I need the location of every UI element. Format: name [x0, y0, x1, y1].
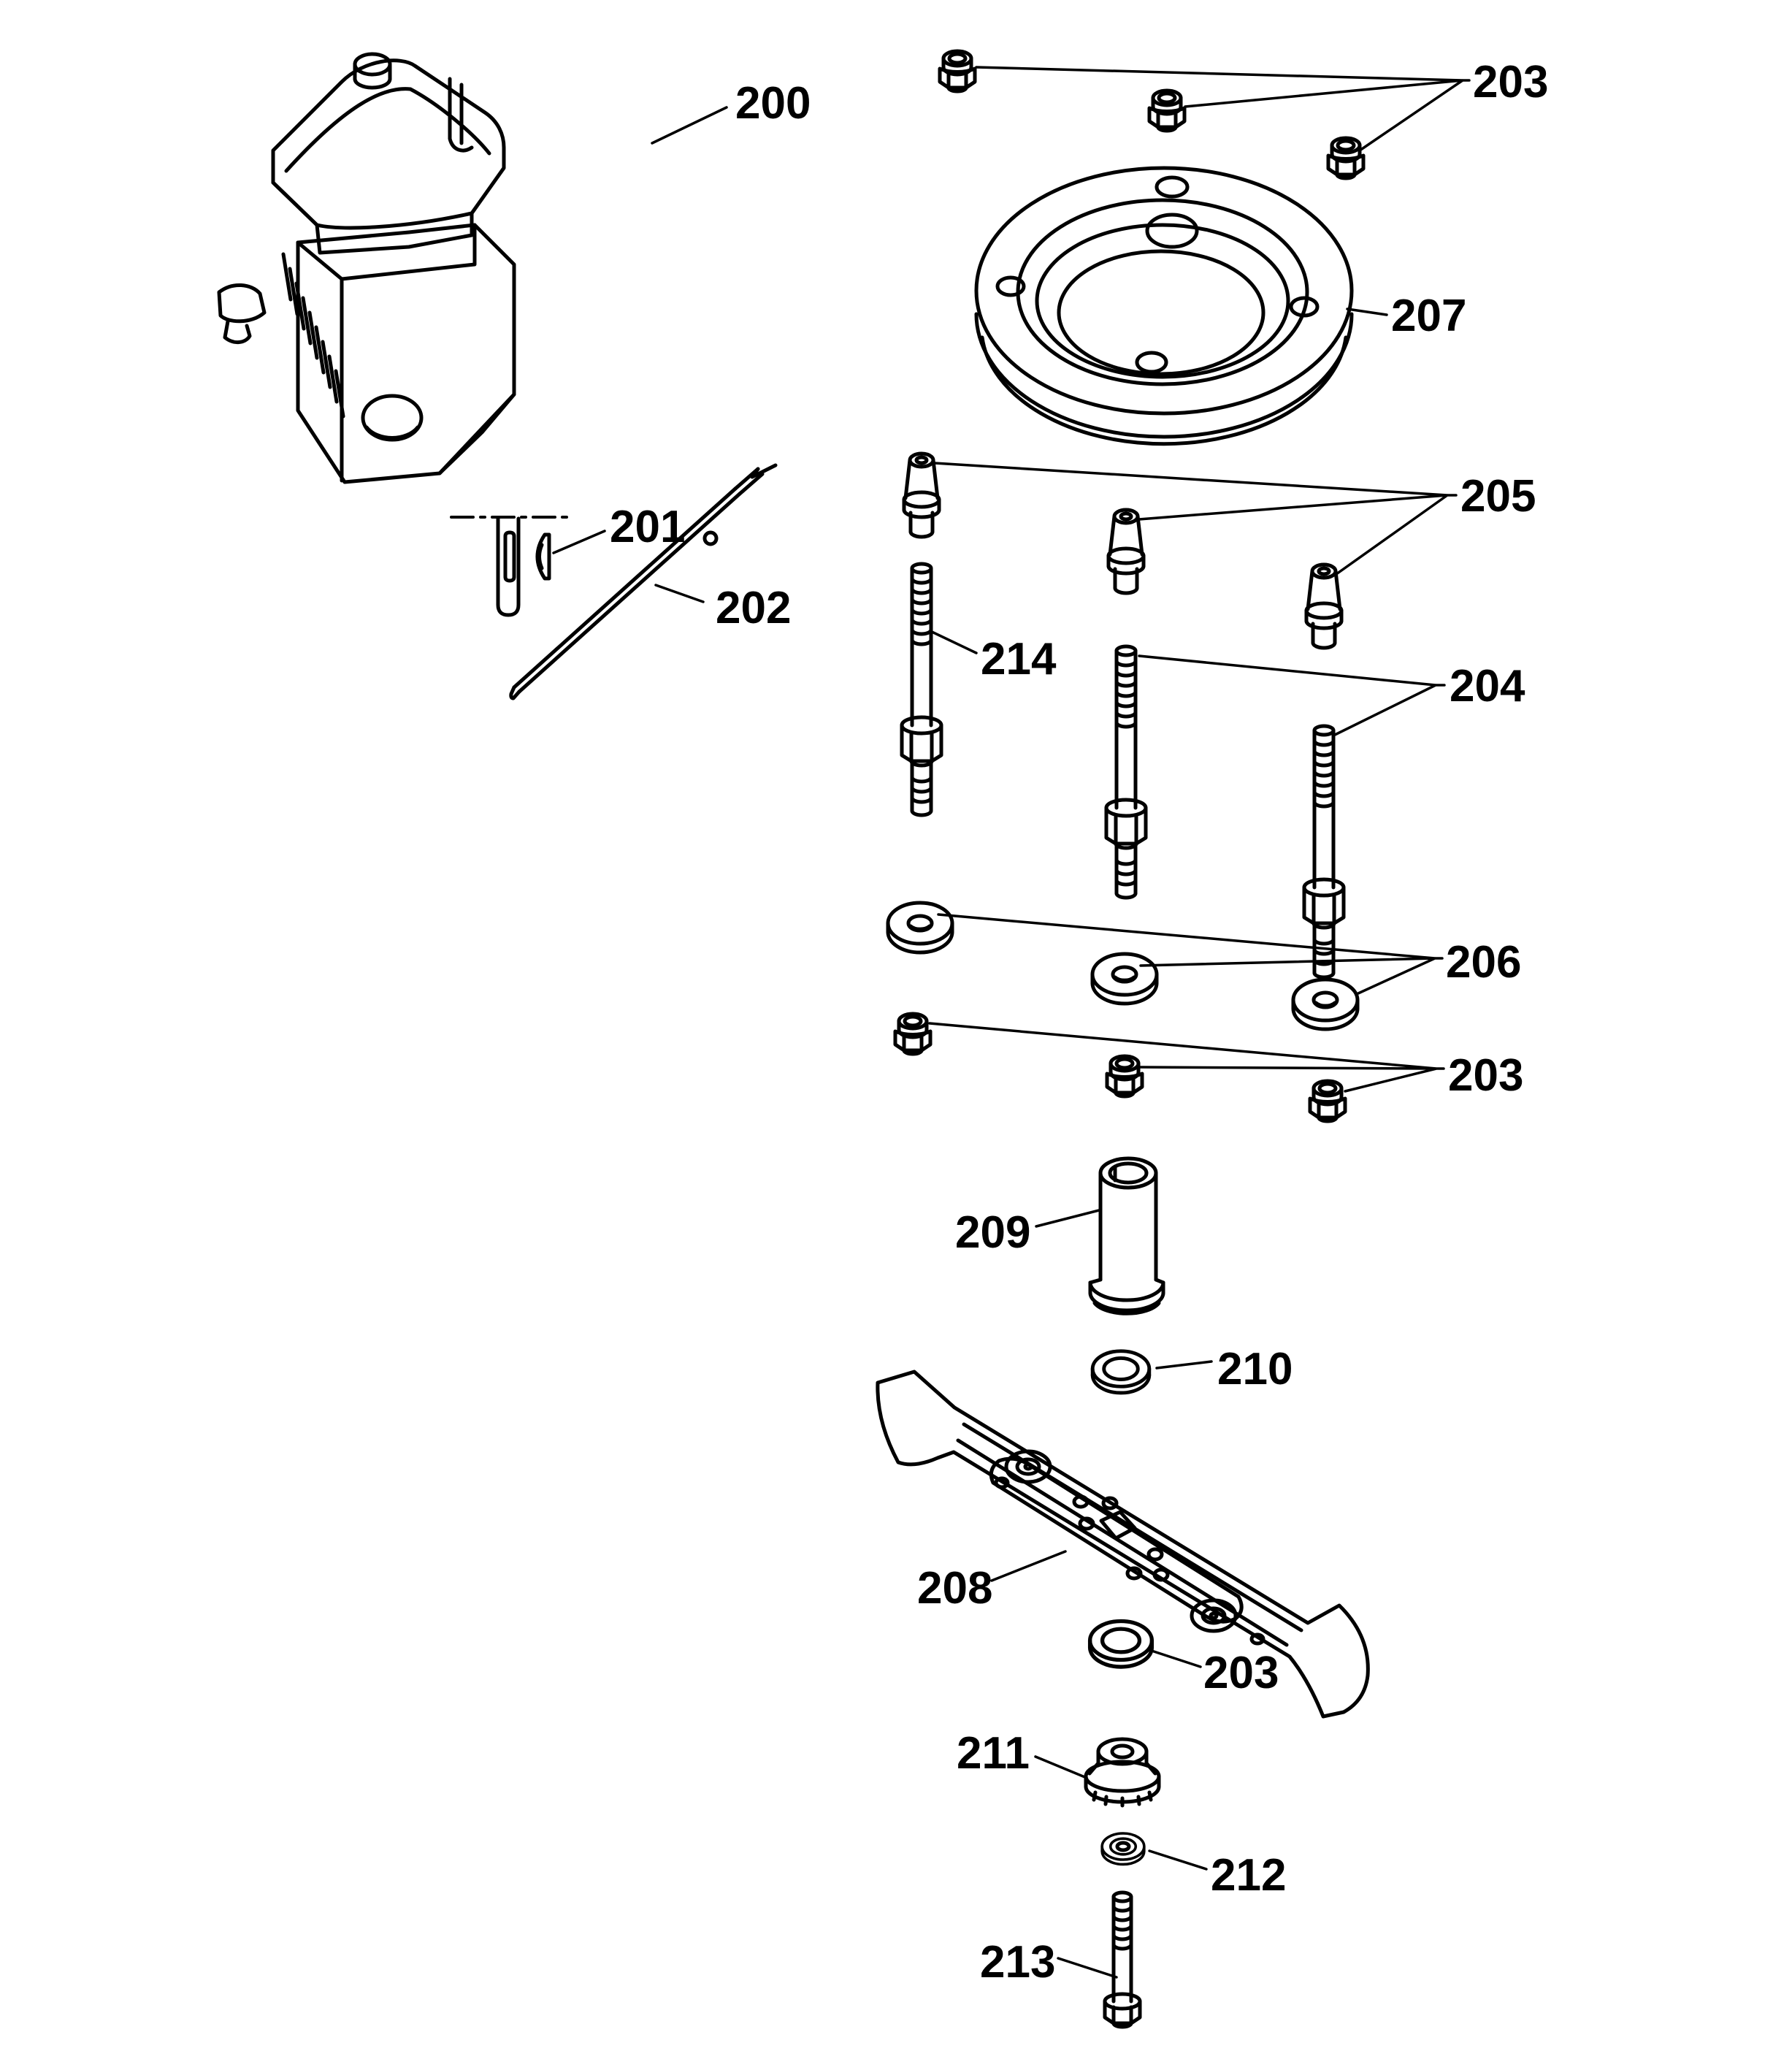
locknut-mid-left: [895, 1014, 930, 1054]
part-label-202: 202: [716, 583, 791, 633]
callout-labels: 200 201 202 203 207 205 214 204 206 203 …: [610, 57, 1548, 1987]
fuel-tank: [273, 61, 504, 228]
stud-middle-204: [1106, 646, 1146, 898]
keyway-slot: [505, 532, 514, 581]
locknut-mid-middle: [1107, 1056, 1142, 1096]
part-label-208: 208: [917, 1563, 992, 1613]
engine-assembly: [219, 54, 514, 482]
part-label-212: 212: [1211, 1850, 1286, 1901]
part-label-209: 209: [955, 1207, 1030, 1258]
part-label-203-top: 203: [1473, 57, 1548, 107]
washer-206-right: [1293, 979, 1358, 1029]
ring-hole-right: [1291, 298, 1317, 316]
primer-bulb: [219, 285, 264, 321]
crankcase: [298, 225, 514, 482]
handle-bracket: [450, 79, 472, 150]
part-label-206: 206: [1446, 937, 1521, 988]
leader-lines: [554, 67, 1469, 1977]
governor-rod: [511, 465, 776, 698]
mounting-ring: [976, 168, 1352, 444]
bolt-head: [1105, 1994, 1140, 2009]
washer-210: [1092, 1351, 1149, 1393]
part-label-204: 204: [1450, 661, 1525, 711]
stud-long-214: [902, 564, 941, 815]
blade-center-hole: [1101, 1512, 1135, 1538]
part-label-201: 201: [610, 502, 685, 552]
washer-203-lower: [1090, 1622, 1152, 1668]
pin-left: [904, 454, 939, 537]
part-label-203-lower: 203: [1203, 1648, 1279, 1698]
part-label-203-mid: 203: [1448, 1050, 1523, 1101]
part-label-213: 213: [980, 1937, 1055, 1987]
washer-212: [1100, 1832, 1146, 1866]
blade-boss-right: [1192, 1600, 1236, 1631]
ring-hole-bottom: [1137, 353, 1166, 372]
mower-blade: [878, 1372, 1368, 1716]
part-label-200: 200: [735, 78, 811, 129]
stud-right-204: [1304, 726, 1344, 977]
part-label-211: 211: [957, 1728, 1030, 1779]
blade-bolt: [1105, 1893, 1140, 2027]
locknut-mid-right: [1310, 1081, 1345, 1121]
part-label-210: 210: [1217, 1344, 1293, 1394]
blade-spacer: [1090, 1158, 1163, 1313]
ring-hole-center: [1147, 215, 1197, 247]
washer-206-middle: [1092, 954, 1157, 1004]
locknut-top-left: [940, 51, 975, 91]
woodruff-key: [537, 535, 549, 578]
blade-adapter-nut: [1086, 1739, 1159, 1806]
pin-right: [1306, 565, 1341, 648]
crankshaft: [451, 517, 568, 615]
part-label-205: 205: [1460, 471, 1536, 522]
ring-hole-top: [1157, 177, 1187, 196]
ring-hole-left: [998, 278, 1024, 295]
cooling-fins: [283, 254, 343, 416]
locknut-top-right: [1328, 138, 1363, 178]
pin-middle: [1108, 510, 1144, 593]
part-label-214: 214: [981, 634, 1057, 684]
washer-206-left: [888, 903, 952, 952]
blade-boss-left: [1006, 1451, 1050, 1482]
rod-bead: [705, 532, 716, 544]
locknut-top-middle: [1149, 91, 1184, 131]
crankcase-port: [363, 396, 421, 440]
part-label-207: 207: [1391, 291, 1466, 341]
